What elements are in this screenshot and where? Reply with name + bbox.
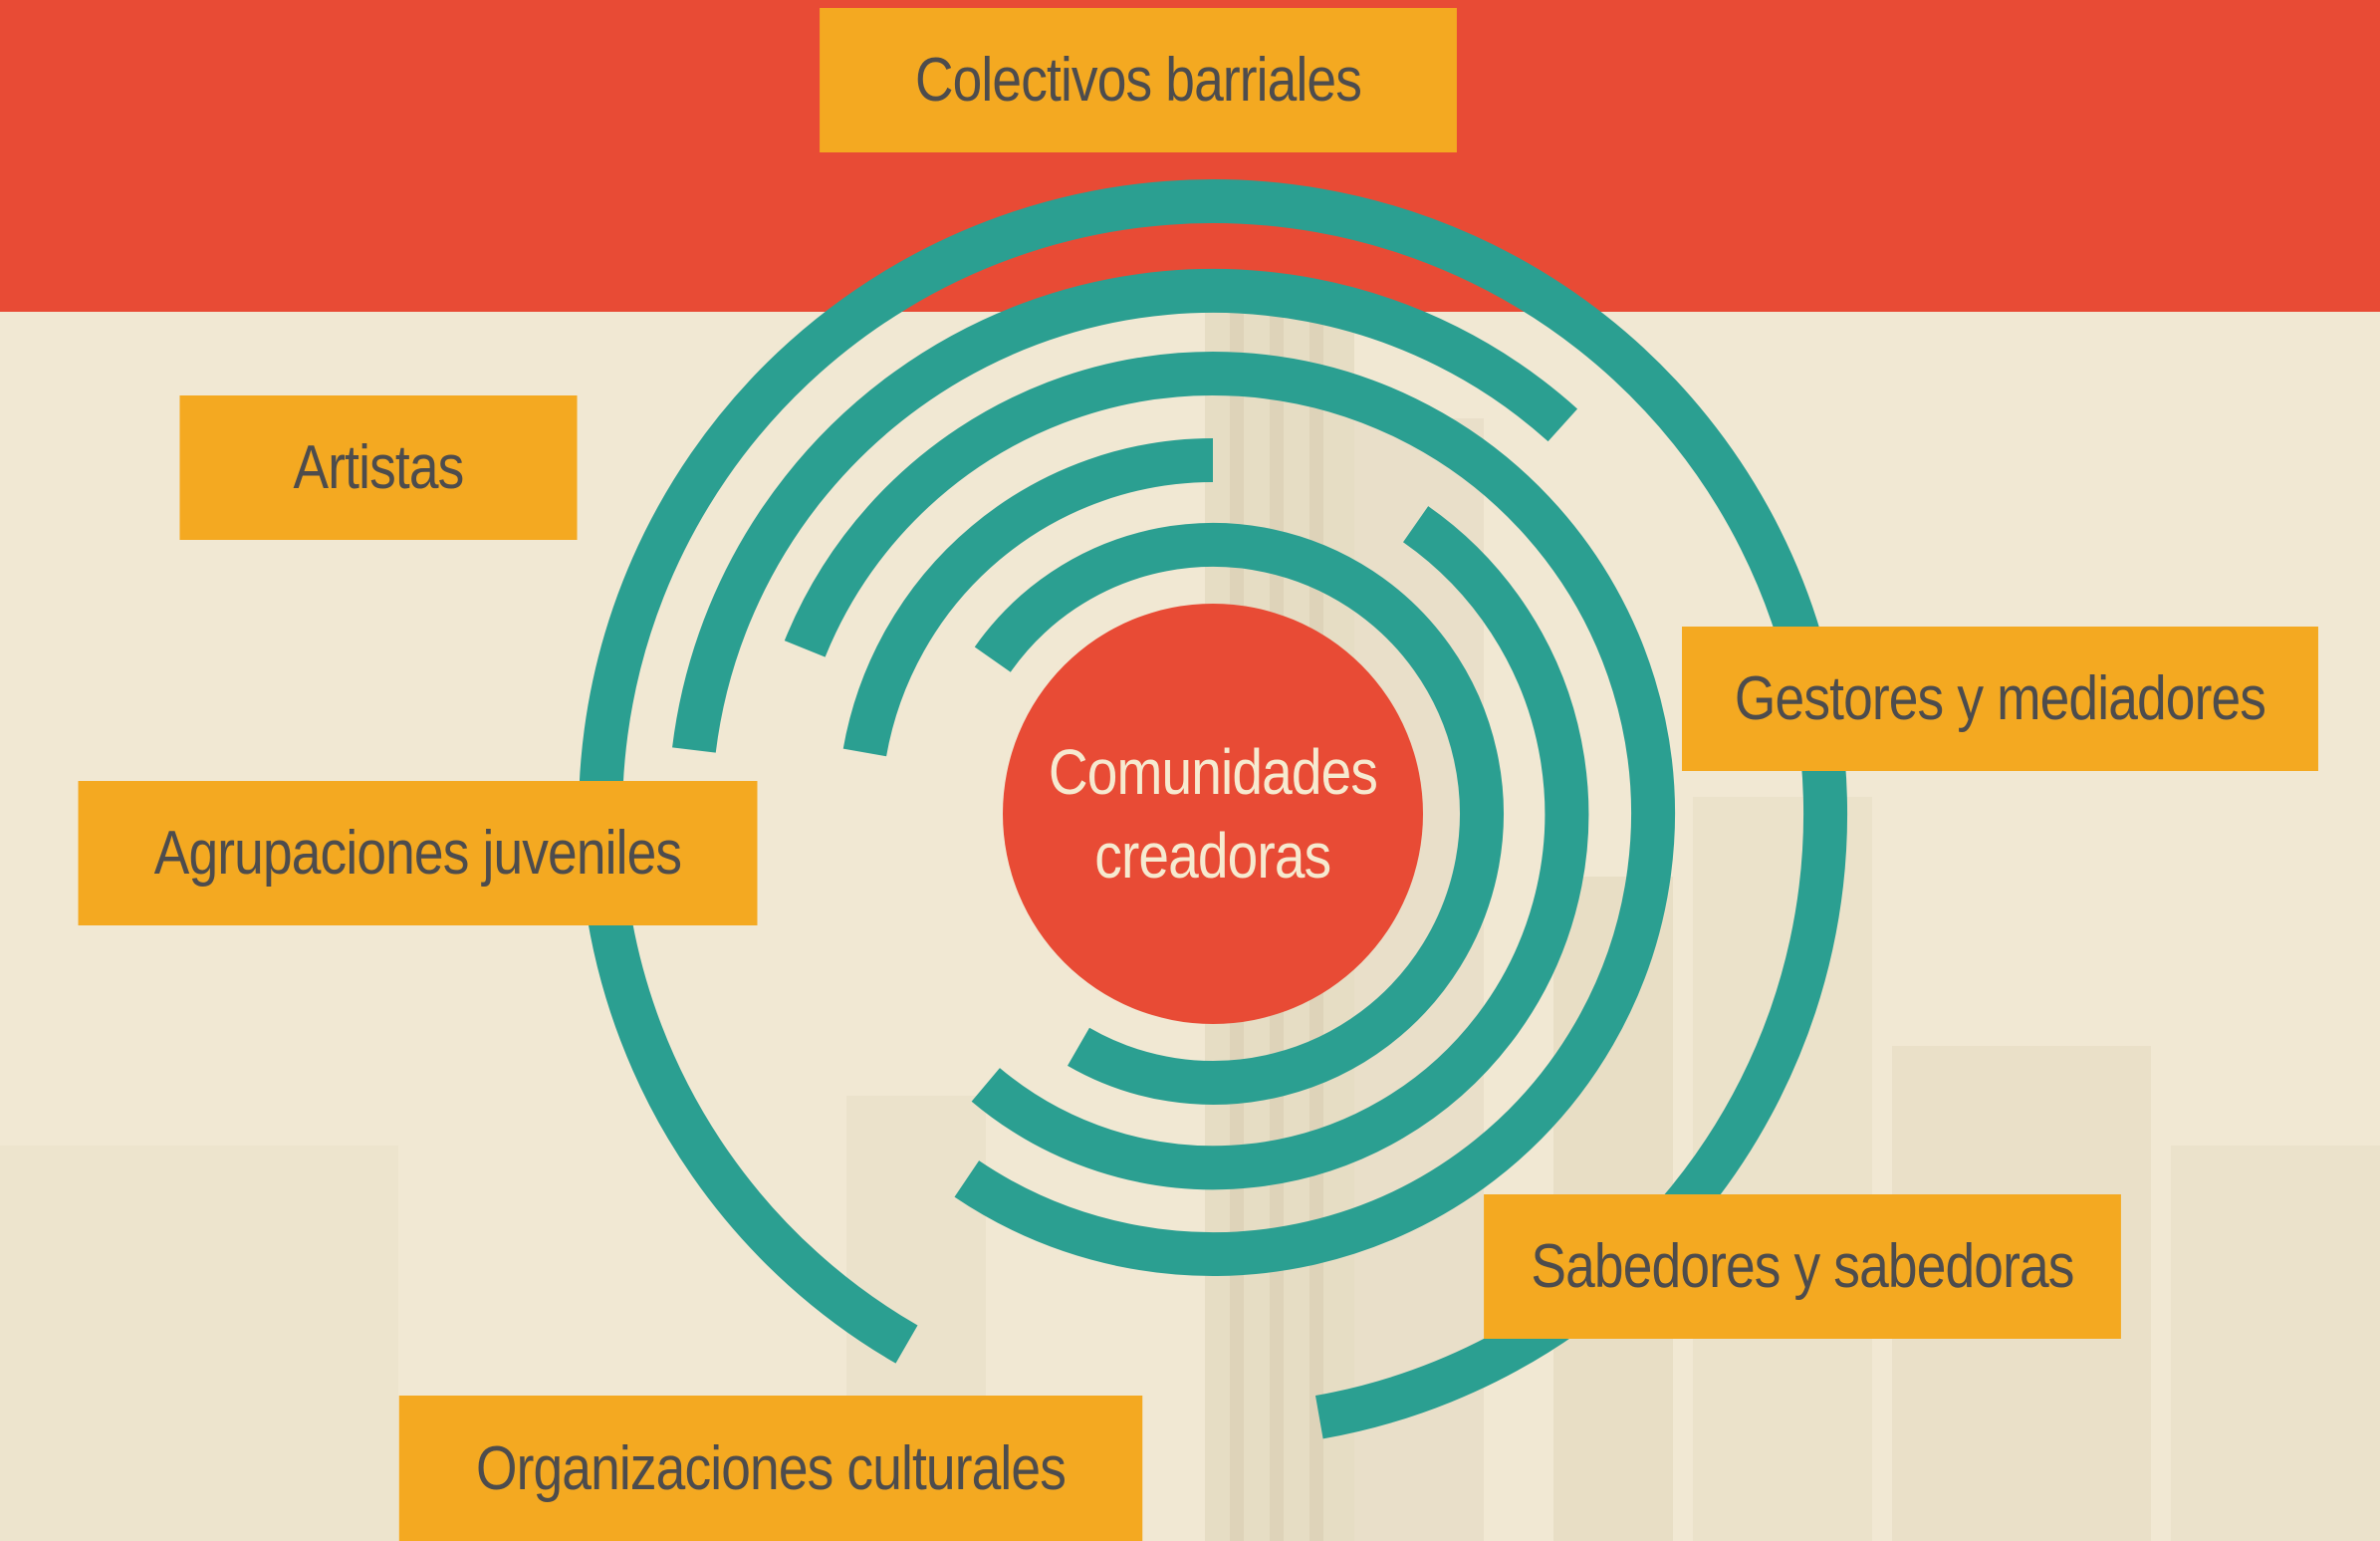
- label-organizaciones-culturales: Organizaciones culturales: [398, 1396, 1143, 1541]
- ring-arc-5: [672, 268, 1578, 753]
- center-circle: Comunidades creadoras: [1003, 604, 1423, 1024]
- label-sabedores-y-sabedoras: Sabedores y sabedoras: [1484, 1194, 2121, 1339]
- center-line-1: Comunidades: [1048, 736, 1378, 808]
- center-line-2: creadoras: [1094, 820, 1331, 892]
- ring-arc-1: [974, 522, 1504, 1105]
- label-artistas: Artistas: [179, 395, 578, 540]
- ring-arc-3: [971, 506, 1589, 1190]
- ring-arc-4: [784, 352, 1676, 1276]
- label-colectivos-barriales: Colectivos barriales: [820, 8, 1457, 152]
- label-gestores-y-mediadores: Gestores y mediadores: [1682, 627, 2318, 771]
- label-agrupaciones-juveniles: Agrupaciones juveniles: [78, 781, 758, 925]
- ring-arc-2: [842, 438, 1214, 757]
